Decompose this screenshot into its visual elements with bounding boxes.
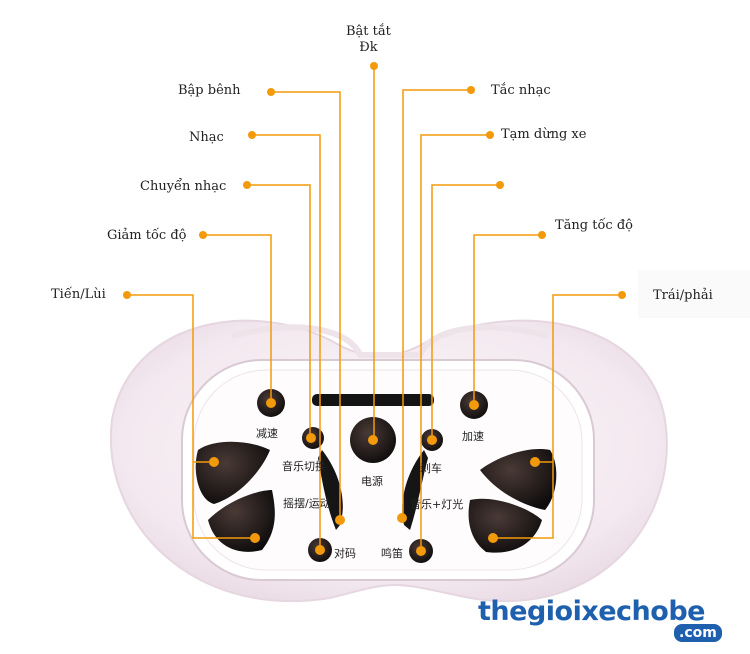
panel-label-slow: 减速: [256, 427, 278, 440]
callout-dots: [123, 62, 626, 556]
brand-watermark: thegioixechobe: [478, 596, 705, 627]
callout-speed-up: Tăng tốc độ: [555, 218, 633, 233]
panel-label-swing: 摇摆/运动: [283, 497, 331, 510]
callout-stop-music: Tắc nhạc: [491, 83, 551, 98]
panel-label-brake: 刹车: [420, 462, 442, 475]
callout-lines: [127, 66, 622, 551]
panel-label-fast: 加速: [462, 430, 484, 443]
brand-watermark-domain: .com: [674, 624, 722, 642]
right-pad[interactable]: [468, 498, 542, 553]
callout-forward-back: Tiến/Lùi: [51, 287, 106, 302]
callout-power-line1: Bật tắt: [346, 24, 391, 39]
callout-slow-down: Giảm tốc độ: [107, 228, 187, 243]
callout-power: Bật tắt Đk: [346, 24, 391, 56]
panel-label-music-light: 音乐+灯光: [410, 498, 464, 511]
callout-left-right-box: [638, 270, 750, 318]
callout-rocking: Bập bênh: [178, 83, 241, 98]
panel-label-pair: 对码: [334, 547, 356, 560]
swing-bar[interactable]: [318, 450, 343, 530]
callout-left-right: Trái/phải: [653, 288, 713, 303]
callout-music-switch: Chuyển nhạc: [140, 179, 227, 194]
callout-pause: Tạm dừng xe: [501, 127, 587, 142]
indicator-slot: [312, 394, 434, 406]
callout-power-line2: Đk: [359, 40, 378, 55]
panel-label-power: 电源: [361, 475, 383, 488]
panel-label-music-switch: 音乐切换: [282, 460, 326, 473]
callout-music: Nhạc: [189, 130, 224, 145]
panel-label-horn: 鸣笛: [381, 547, 403, 560]
